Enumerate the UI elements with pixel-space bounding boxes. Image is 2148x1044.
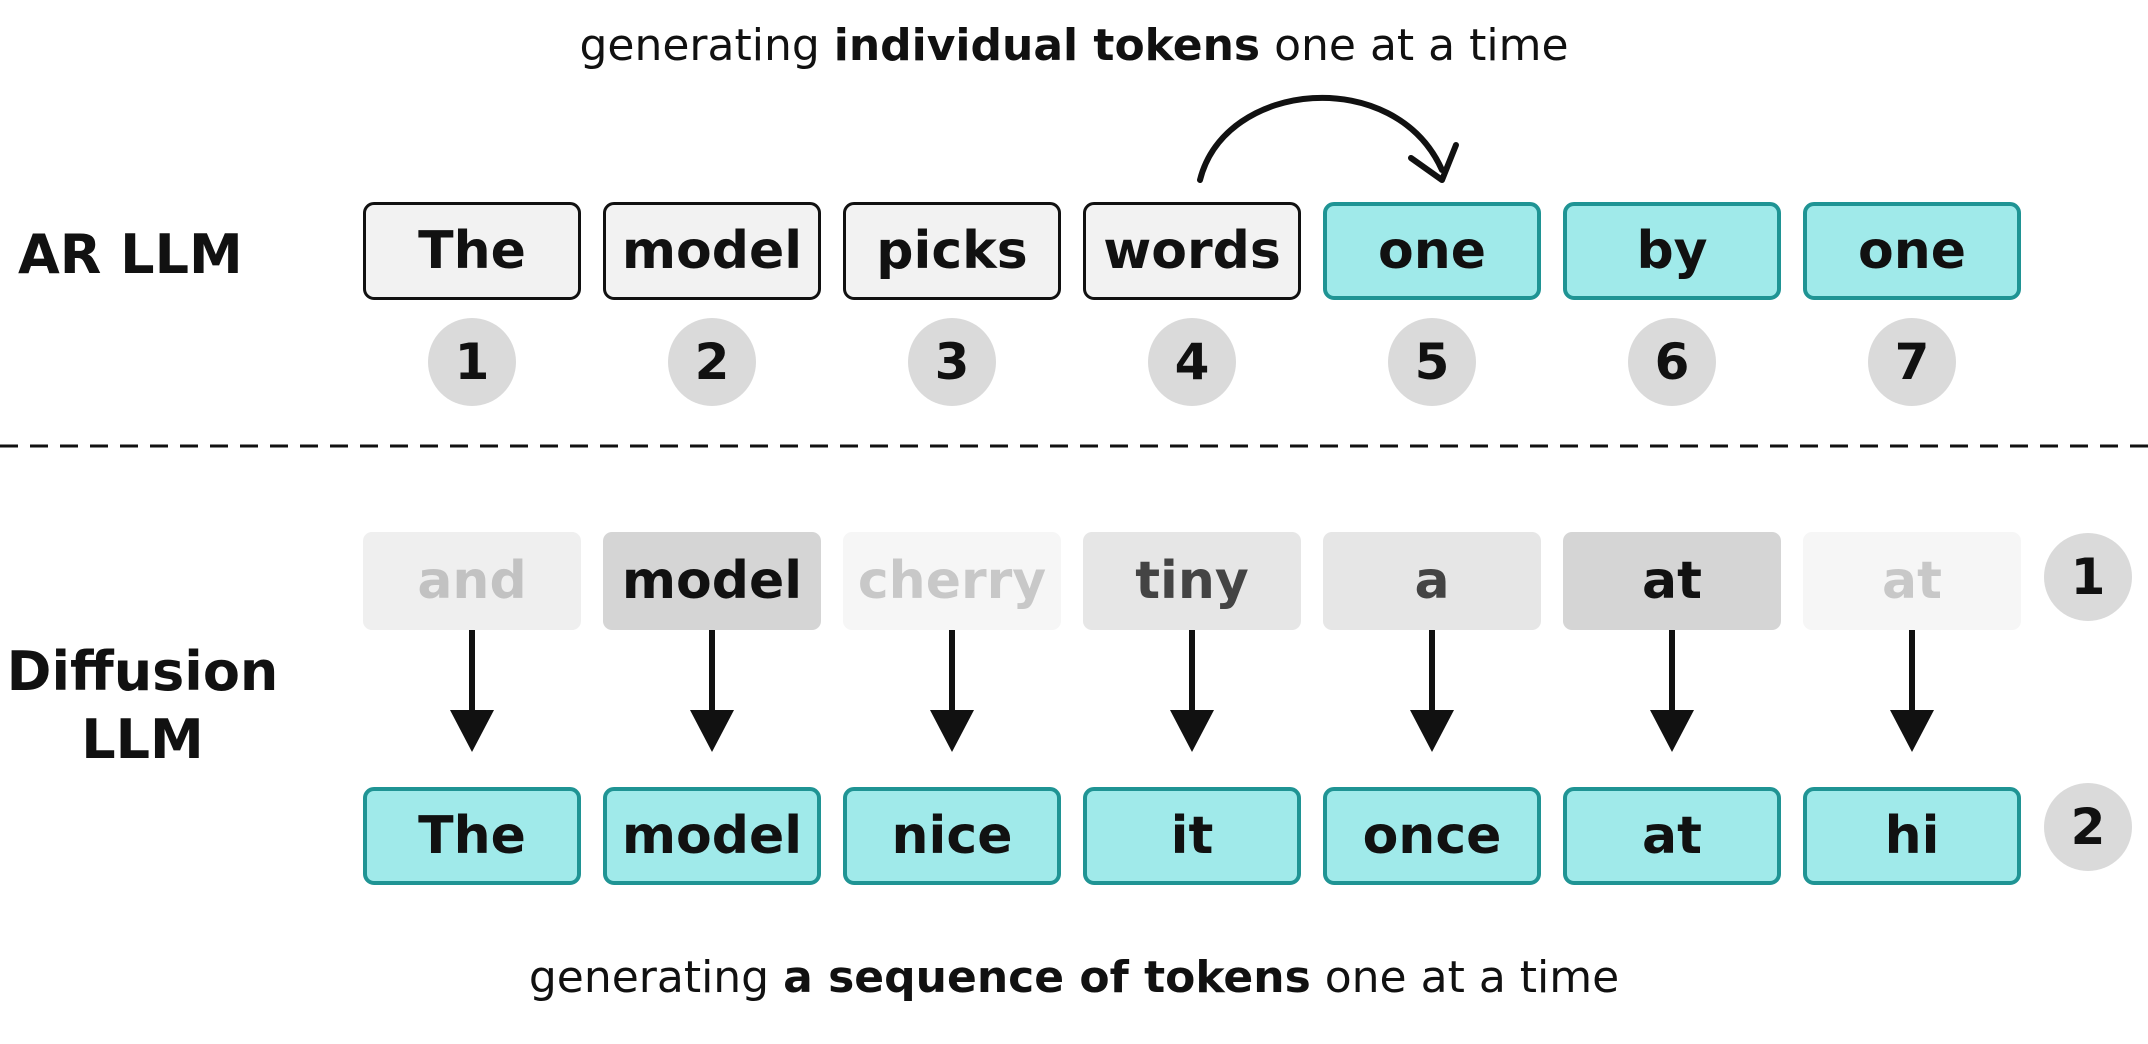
next-token-arrowhead: [1408, 142, 1459, 183]
diffusion-candidate-2: model: [603, 532, 821, 630]
diffusion-caption: generating a sequence of tokens one at a…: [0, 948, 2148, 1008]
diffusion-label-line-1: Diffusion: [6, 640, 279, 703]
diffusion-step-badge-2: 2: [2044, 783, 2132, 871]
ar-position-badge-3: 3: [908, 318, 996, 406]
denoise-arrowhead-7: [1890, 710, 1934, 752]
diffusion-candidate-4: tiny: [1083, 532, 1301, 630]
ar-token-6: by: [1563, 202, 1781, 300]
next-token-arrow: [1197, 94, 1445, 183]
ar-token-1: The: [363, 202, 581, 300]
diffusion-step-badge-1: 1: [2044, 533, 2132, 621]
denoise-arrowhead-4: [1170, 710, 1214, 752]
ar-position-badge-6: 6: [1628, 318, 1716, 406]
diffusion-output-5: once: [1323, 787, 1541, 885]
denoise-arrowhead-6: [1650, 710, 1694, 752]
ar-token-3: picks: [843, 202, 1061, 300]
ar-token-7: one: [1803, 202, 2021, 300]
ar-position-badge-2: 2: [668, 318, 756, 406]
diffusion-output-1: The: [363, 787, 581, 885]
diffusion-candidate-6: at: [1563, 532, 1781, 630]
diffusion-label-line-2: LLM: [81, 708, 204, 771]
diffusion-caption-after: one at a time: [1310, 952, 1620, 1003]
denoise-arrowhead-5: [1410, 710, 1454, 752]
denoise-arrowhead-3: [930, 710, 974, 752]
ar-caption-after: one at a time: [1260, 20, 1569, 71]
ar-token-4: words: [1083, 202, 1301, 300]
ar-position-badge-5: 5: [1388, 318, 1476, 406]
diffusion-output-3: nice: [843, 787, 1061, 885]
ar-position-badge-4: 4: [1148, 318, 1236, 406]
ar-caption-before: generating: [579, 20, 834, 71]
ar-caption-bold: individual tokens: [833, 20, 1261, 71]
ar-token-5: one: [1323, 202, 1541, 300]
diffusion-llm-label: Diffusion LLM: [0, 638, 285, 774]
denoise-arrows: [450, 630, 1934, 752]
diffusion-output-4: it: [1083, 787, 1301, 885]
ar-token-2: model: [603, 202, 821, 300]
ar-position-badge-1: 1: [428, 318, 516, 406]
ar-caption: generating individual tokens one at a ti…: [0, 16, 2148, 76]
diffusion-output-2: model: [603, 787, 821, 885]
diffusion-candidate-3: cherry: [843, 532, 1061, 630]
diffusion-caption-bold: a sequence of tokens: [783, 952, 1311, 1003]
denoise-arrowhead-1: [450, 710, 494, 752]
denoise-arrowhead-2: [690, 710, 734, 752]
diffusion-output-7: hi: [1803, 787, 2021, 885]
diffusion-candidate-7: at: [1803, 532, 2021, 630]
diffusion-candidate-5: a: [1323, 532, 1541, 630]
diffusion-candidate-1: and: [363, 532, 581, 630]
ar-position-badge-7: 7: [1868, 318, 1956, 406]
ar-llm-label: AR LLM: [18, 223, 243, 286]
diffusion-output-6: at: [1563, 787, 1781, 885]
diffusion-caption-before: generating: [528, 952, 784, 1003]
